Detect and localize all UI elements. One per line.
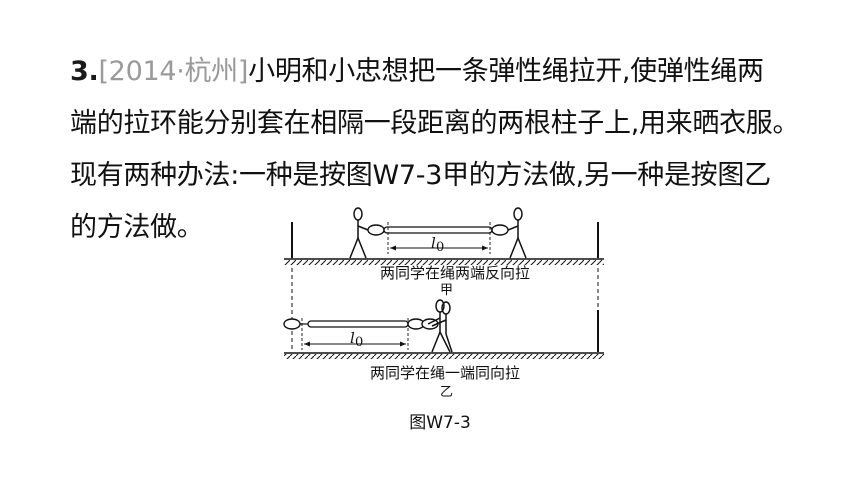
person-left-top bbox=[349, 207, 369, 259]
length-label-top: l bbox=[431, 234, 436, 252]
person-pair-bottom bbox=[427, 299, 453, 353]
question-text: 3.[2014·杭州]小明和小忠想把一条弹性绳拉开,使弹性绳两 端的拉环能分别套… bbox=[70, 46, 850, 254]
question-number: 3. bbox=[70, 56, 99, 87]
dimension-top bbox=[387, 222, 491, 254]
figure-diagram: l 0 两同学在绳两端反向拉 甲 bbox=[272, 200, 622, 410]
ground-hatch-bottom bbox=[284, 354, 604, 359]
label-bottom: 两同学在绳一端同向拉 bbox=[370, 364, 520, 382]
label-jia: 甲 bbox=[440, 283, 453, 298]
question-line-1-text: 小明和小忠想把一条弹性绳拉开,使弹性绳两 bbox=[248, 56, 764, 87]
label-yi: 乙 bbox=[440, 385, 453, 400]
person-right-top bbox=[507, 207, 527, 259]
question-line-3: 现有两种办法:一种是按图W7-3甲的方法做,另一种是按图乙 bbox=[70, 160, 771, 191]
length-subscript-bottom: 0 bbox=[355, 335, 363, 350]
question-source: [2014·杭州] bbox=[98, 56, 249, 87]
label-top: 两同学在绳两端反向拉 bbox=[380, 264, 530, 282]
figure-svg: l 0 两同学在绳两端反向拉 甲 bbox=[283, 207, 604, 400]
length-label-bottom: l bbox=[350, 329, 355, 347]
scene-bottom: l 0 两同学在绳一端同向拉 乙 bbox=[283, 299, 604, 400]
rope-top bbox=[367, 224, 509, 236]
question-line-1: 3.[2014·杭州]小明和小忠想把一条弹性绳拉开,使弹性绳两 bbox=[70, 46, 850, 98]
rope-bottom bbox=[283, 318, 439, 330]
ground-hatch-top bbox=[284, 260, 604, 265]
scene-top: l 0 两同学在绳两端反向拉 甲 bbox=[284, 207, 604, 298]
question-line-4: 的方法做。 bbox=[70, 212, 204, 243]
figure-caption: 图W7-3 bbox=[409, 413, 471, 433]
length-subscript-top: 0 bbox=[436, 240, 444, 255]
dimension-bottom bbox=[301, 318, 409, 350]
question-line-2: 端的拉环能分别套在相隔一段距离的两根柱子上,用来晒衣服。 bbox=[70, 108, 800, 139]
